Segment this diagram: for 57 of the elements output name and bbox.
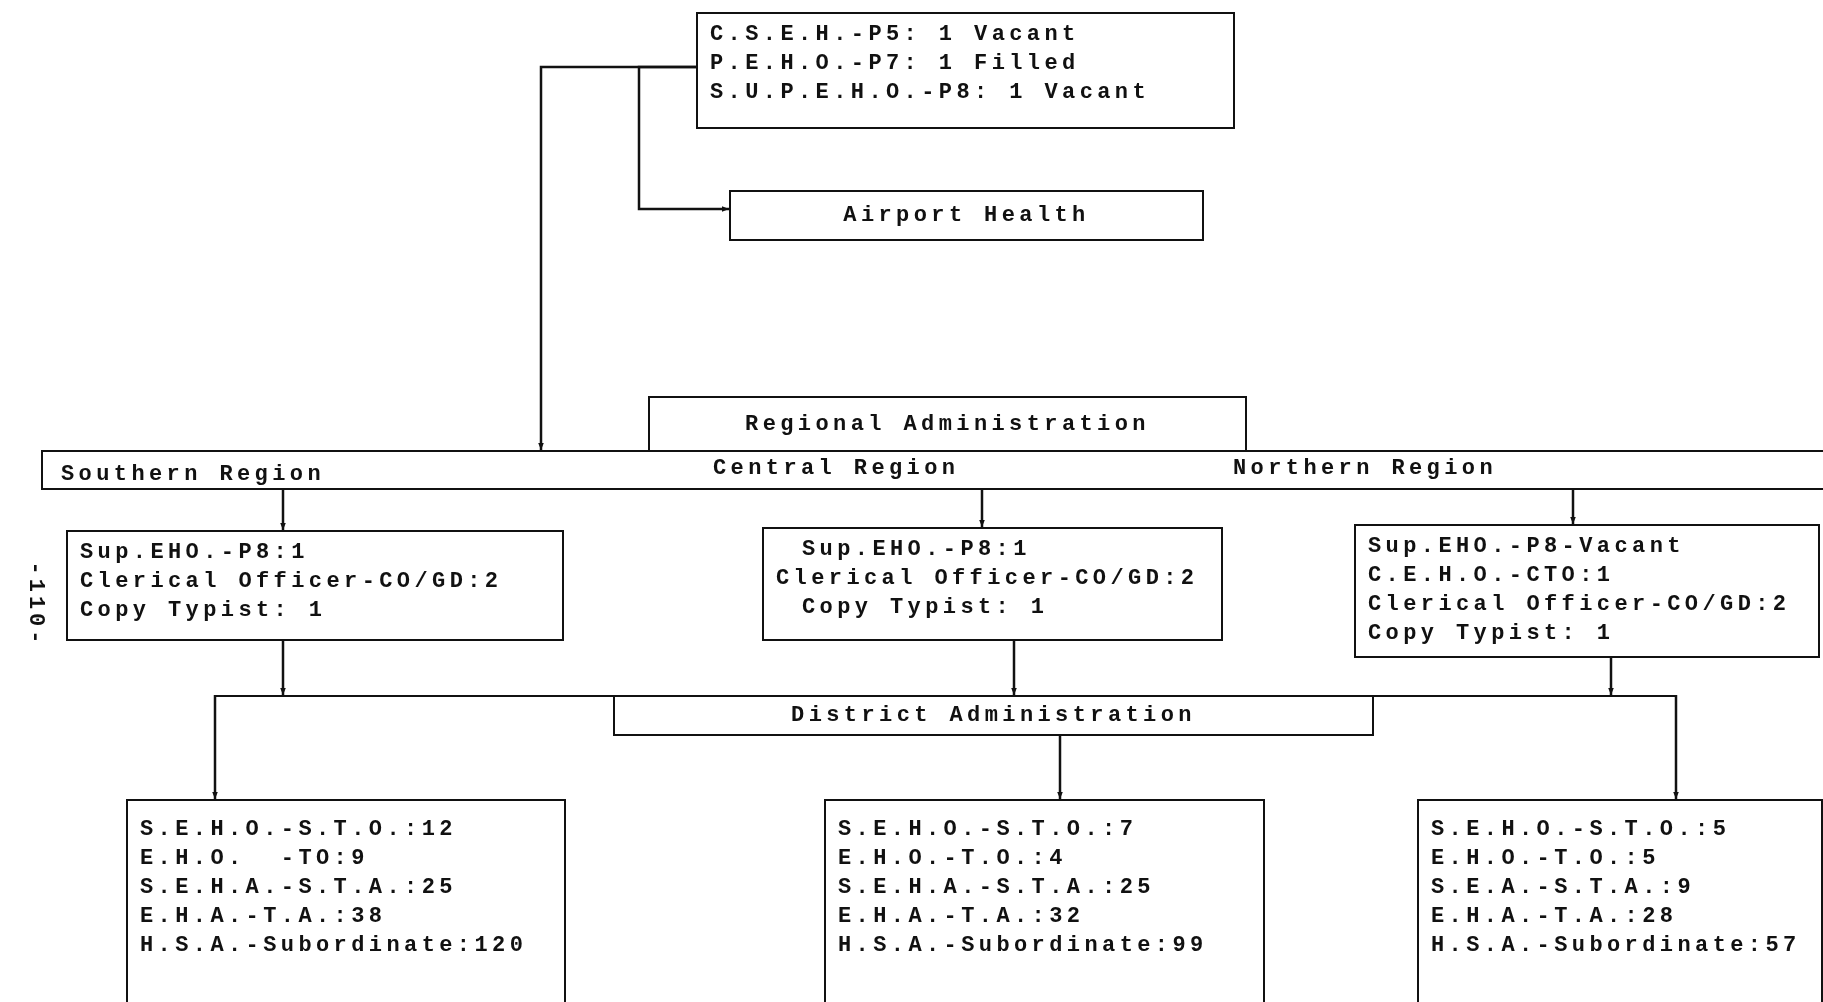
arrow (1673, 695, 1679, 799)
arrow (979, 490, 985, 527)
staff-box (1417, 799, 1823, 1002)
district-bar (215, 695, 1676, 734)
staff-box (1354, 524, 1820, 658)
staff-line: C.S.E.H.-P5: 1 Vacant (710, 21, 1081, 49)
arrow (212, 695, 218, 799)
staff-line: Clerical Officer-CO/GD:2 (80, 568, 504, 596)
page-number: -110- (22, 561, 48, 648)
arrow (280, 641, 286, 695)
arrow (280, 490, 286, 530)
staff-line: Copy Typist: 1 (80, 597, 328, 625)
staff-line: S.E.H.O.-S.T.O.:12 (140, 816, 458, 844)
region-name: Southern Region (61, 461, 326, 489)
staff-line: S.U.P.E.H.O.-P8: 1 Vacant (710, 79, 1152, 107)
staff-line: P.E.H.O.-P7: 1 Filled (710, 50, 1081, 78)
arrow (1011, 641, 1017, 695)
arrow (1057, 734, 1063, 799)
staff-line: E.H.O.-T.O.:5 (1431, 845, 1661, 873)
staff-line: Clerical Officer-CO/GD:2 (776, 565, 1200, 593)
staff-line: E.H.O. -TO:9 (140, 845, 370, 873)
title-box (729, 190, 1204, 241)
staff-line: H.S.A.-Subordinate:57 (1431, 932, 1802, 960)
staff-line: Copy Typist: 1 (1368, 620, 1616, 648)
staff-line: C.E.H.O.-CTO:1 (1368, 562, 1616, 590)
staff-line: Sup.EHO.-P8:1 (80, 539, 310, 567)
staff-line: Sup.EHO.-P8:1 (801, 536, 1032, 564)
region-name: Northern Region (1233, 455, 1498, 483)
staff-box (762, 527, 1223, 641)
region-band (41, 450, 1823, 490)
staff-line: Sup.EHO.-P8-Vacant (1368, 533, 1686, 561)
box-title: District Administration (791, 702, 1196, 730)
title-box (648, 396, 1247, 452)
arrow (1608, 658, 1614, 695)
box-title: Airport Health (843, 202, 1090, 230)
staff-line: E.H.A.-T.A.:28 (1431, 903, 1679, 931)
staff-box (696, 12, 1235, 129)
staff-line: E.H.O.-T.O.:4 (838, 845, 1068, 873)
staff-box (126, 799, 566, 1002)
arrow (1570, 490, 1576, 524)
staff-box (824, 799, 1265, 1002)
staff-line: Clerical Officer-CO/GD:2 (1368, 591, 1792, 619)
staff-line: S.E.A.-S.T.A.:9 (1431, 874, 1697, 902)
region-name: Central Region (713, 455, 960, 483)
staff-line: S.E.H.O.-S.T.O.:7 (838, 816, 1139, 844)
staff-line: S.E.H.A.-S.T.A.:25 (838, 874, 1156, 902)
staff-line: E.H.A.-T.A.:32 (838, 903, 1086, 931)
staff-line: H.S.A.-Subordinate:120 (140, 932, 529, 960)
arrow (538, 65, 696, 450)
staff-line: S.E.H.O.-S.T.O.:5 (1431, 816, 1732, 844)
staff-line: E.H.A.-T.A.:38 (140, 903, 388, 931)
staff-line: S.E.H.A.-S.T.A.:25 (140, 874, 458, 902)
staff-line: Copy Typist: 1 (801, 594, 1050, 622)
box-title: Regional Administration (745, 410, 1150, 439)
staff-box (66, 530, 564, 641)
staff-line: H.S.A.-Subordinate:99 (838, 932, 1209, 960)
arrow (637, 65, 729, 212)
